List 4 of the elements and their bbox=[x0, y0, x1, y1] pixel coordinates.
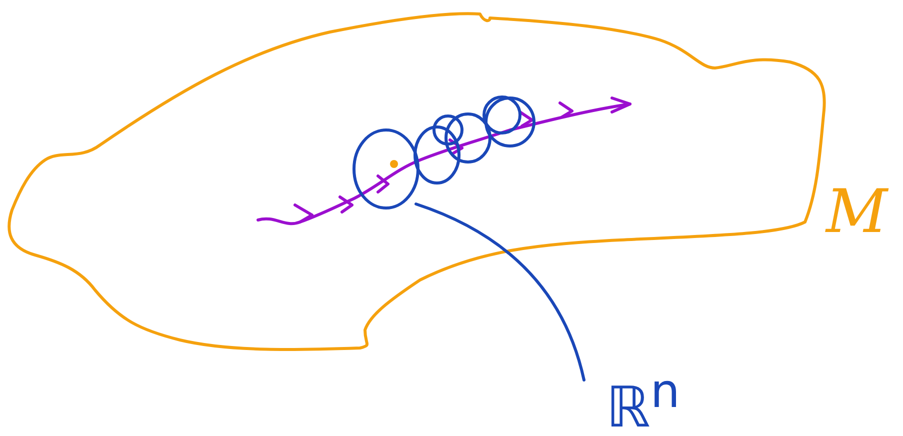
leader-line bbox=[414, 202, 586, 382]
space-label: ℝ$^{n}$ bbox=[606, 352, 680, 436]
chart-circle bbox=[352, 128, 420, 210]
manifold-label: M bbox=[826, 176, 888, 249]
